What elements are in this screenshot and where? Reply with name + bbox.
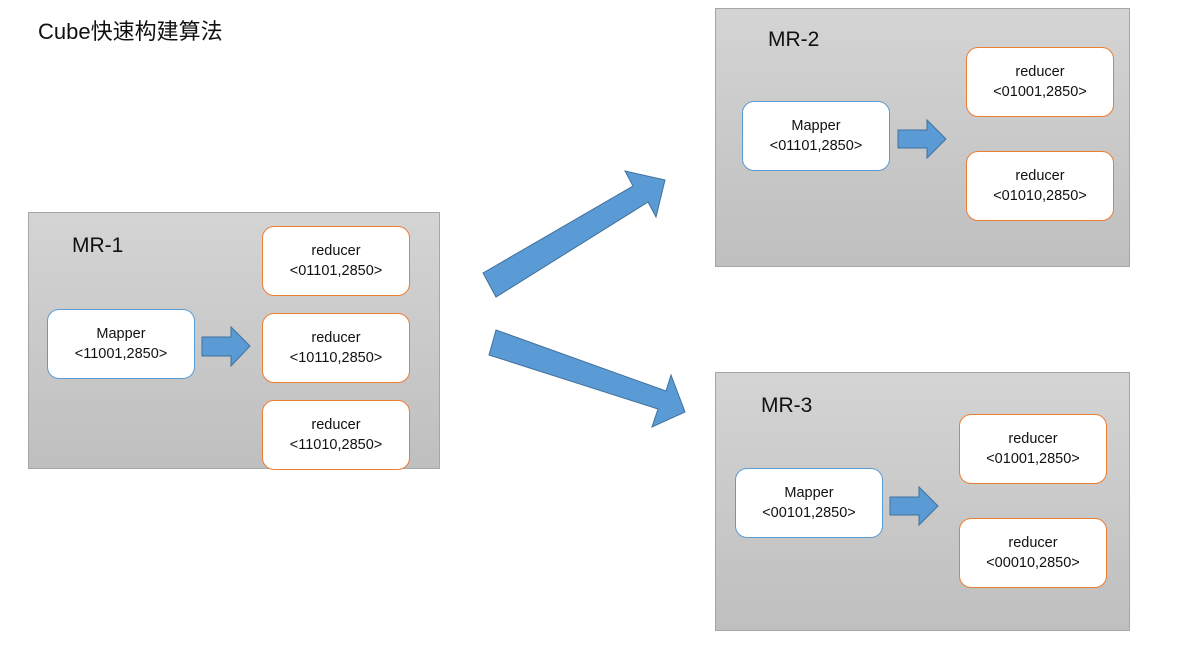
reducer-key: <01001,2850> — [986, 451, 1080, 467]
reducer-key: <10110,2850> — [289, 350, 383, 366]
panel-label-mr-1: MR-1 — [72, 234, 124, 257]
mapper-name: Mapper — [791, 118, 841, 134]
arrow-right-icon — [897, 118, 947, 160]
reducer-name: reducer — [1008, 535, 1058, 551]
reducer-box: reducer <01001,2850> — [966, 47, 1114, 117]
reducer-key: <01101,2850> — [289, 263, 383, 279]
reducer-key: <01001,2850> — [993, 84, 1087, 100]
reducer-key: <11010,2850> — [289, 437, 383, 453]
arrow-right-icon — [889, 485, 939, 527]
diagram-title: Cube快速构建算法 — [38, 19, 223, 44]
mapper-box-mr-1: Mapper <11001,2850> — [47, 309, 195, 379]
arrow-to-mr-3-icon — [488, 329, 686, 428]
panel-label-mr-2: MR-2 — [768, 28, 820, 51]
mapper-key: <00101,2850> — [762, 505, 856, 521]
reducer-name: reducer — [1015, 168, 1065, 184]
reducer-key: <01010,2850> — [993, 188, 1087, 204]
reducer-name: reducer — [311, 417, 361, 433]
reducer-box: reducer <00010,2850> — [959, 518, 1107, 588]
mapper-box-mr-2: Mapper <01101,2850> — [742, 101, 890, 171]
reducer-name: reducer — [1008, 431, 1058, 447]
arrow-right-icon — [201, 325, 251, 368]
reducer-box: reducer <01001,2850> — [959, 414, 1107, 484]
arrow-to-mr-2-icon — [482, 170, 666, 298]
mapper-key: <01101,2850> — [769, 138, 863, 154]
mapper-key: <11001,2850> — [74, 346, 168, 362]
reducer-box: reducer <01010,2850> — [966, 151, 1114, 221]
reducer-name: reducer — [1015, 64, 1065, 80]
reducer-box: reducer <01101,2850> — [262, 226, 410, 296]
mapper-name: Mapper — [96, 326, 146, 342]
reducer-box: reducer <10110,2850> — [262, 313, 410, 383]
mapper-box-mr-3: Mapper <00101,2850> — [735, 468, 883, 538]
reducer-box: reducer <11010,2850> — [262, 400, 410, 470]
panel-label-mr-3: MR-3 — [761, 394, 813, 417]
mapper-name: Mapper — [784, 485, 834, 501]
reducer-name: reducer — [311, 330, 361, 346]
reducer-name: reducer — [311, 243, 361, 259]
reducer-key: <00010,2850> — [986, 555, 1080, 571]
